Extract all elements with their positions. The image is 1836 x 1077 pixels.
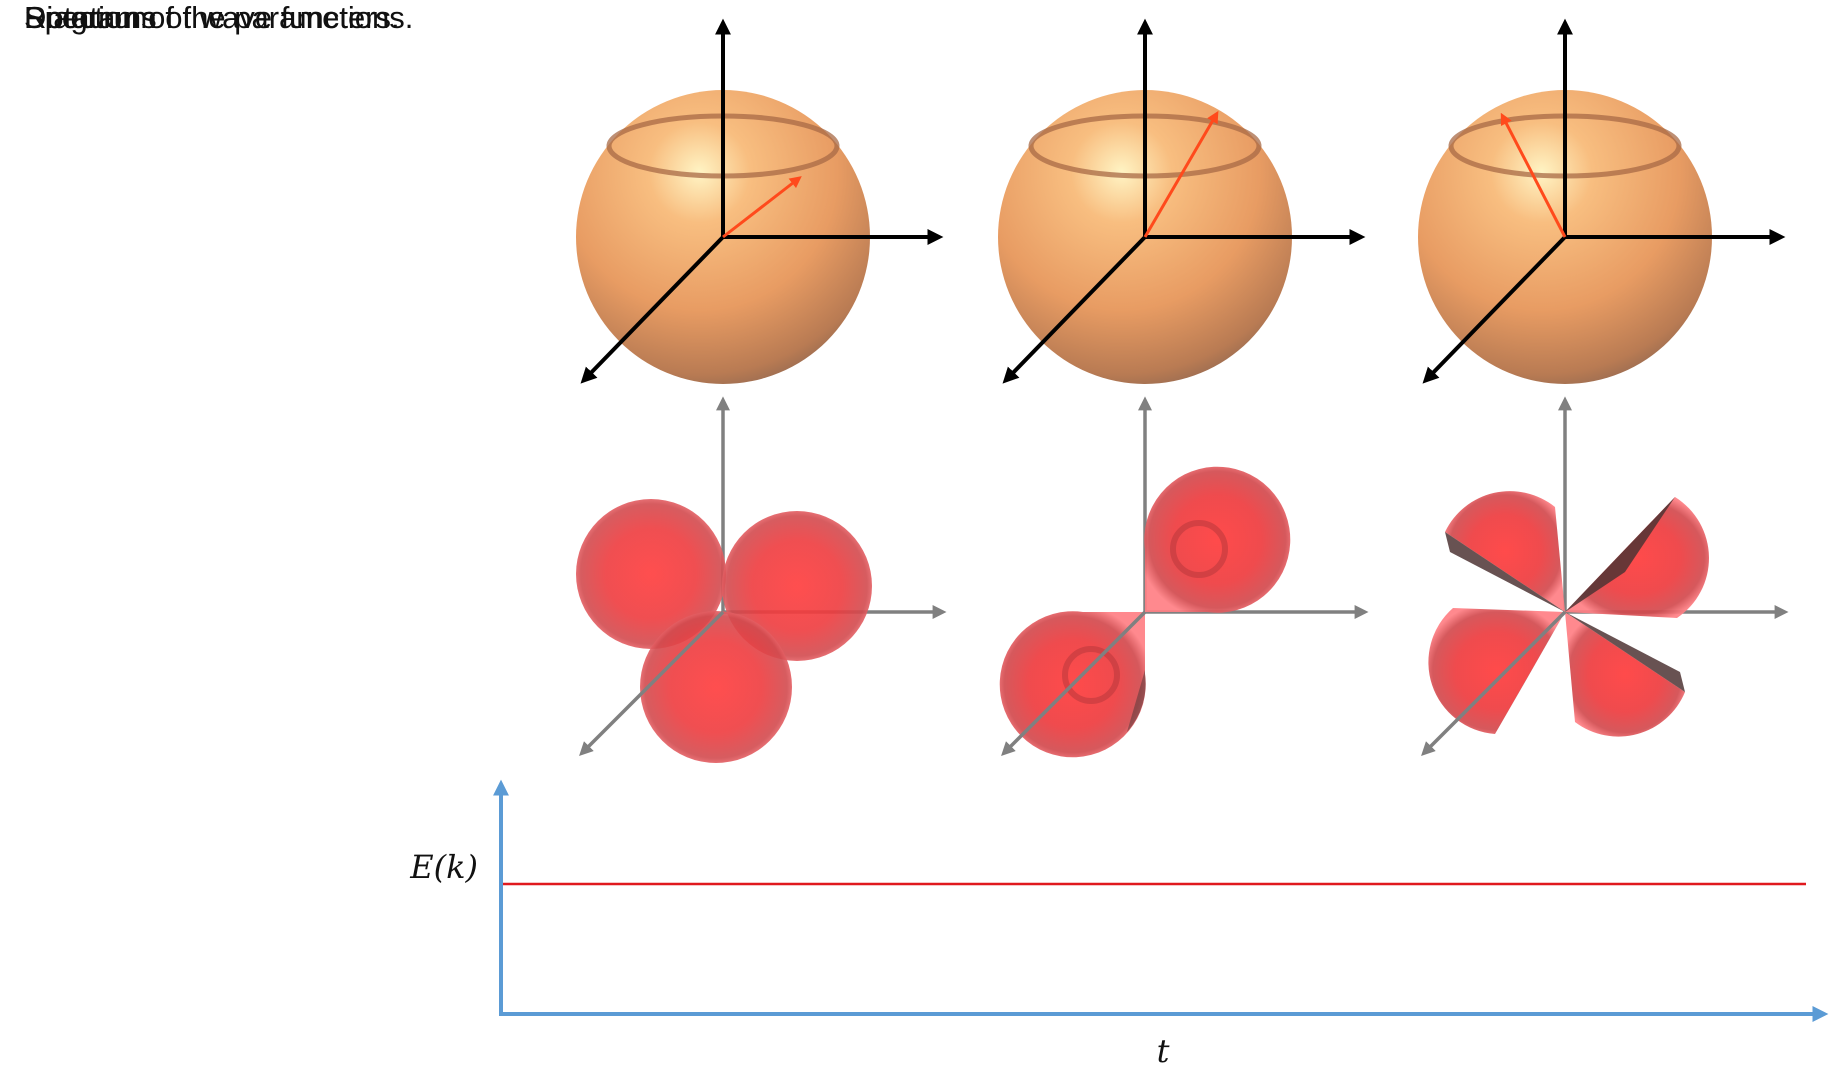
parameter-vector [1500,112,1567,238]
wavefunction-lobe-dimple [1062,646,1120,704]
wavefunction-panel-1 [576,396,947,763]
parameter-sphere-1 [576,18,944,384]
row-label-spectrum: Spectrum [24,0,157,35]
wavefunction-lobe [640,611,792,763]
x-axis [580,235,725,384]
parameter-vector [722,176,802,239]
x-axis [1002,235,1147,384]
pinwheel [1428,491,1709,737]
wavefunction-lobe [1565,612,1685,737]
x-axis [579,610,725,756]
spectrum-y-label: E(k) [409,848,478,886]
wavefunction-lobe-shadow [1565,612,1685,692]
wavefunction-lobe-dimple [1170,520,1228,578]
x-axis [1422,235,1567,384]
wavefunction-lobe [1428,608,1565,734]
wavefunction-lobe-shadow [1445,532,1565,612]
parameter-sphere-3 [1418,18,1786,384]
x-axis [1421,610,1567,756]
wavefunction-lobe [576,499,726,649]
row-label-parameters: Rotation of the parameters. [24,0,400,35]
wavefunction-lobe-shadow [1565,497,1675,612]
wavefunction-lobe [1565,497,1709,618]
spectrum-x-label: t [1157,1032,1170,1070]
wavefunction-lobe [1144,466,1291,613]
parameter-vector [1143,110,1219,238]
wavefunction-lobe-shadow [1127,612,1146,732]
wavefunction-lobe [1445,491,1565,612]
wavefunction-lobe [722,511,872,661]
row-label-wavefunctions: Diagrams of wave functions. [24,0,414,35]
wavefunction-lobe-shadow [1495,612,1565,734]
wavefunction-panel-3 [1421,396,1789,756]
parameter-sphere-2 [998,18,1366,384]
wavefunction-panel-2 [999,396,1369,758]
x-axis [1001,610,1147,756]
spectrum-plot: E(k) t [409,779,1829,1070]
